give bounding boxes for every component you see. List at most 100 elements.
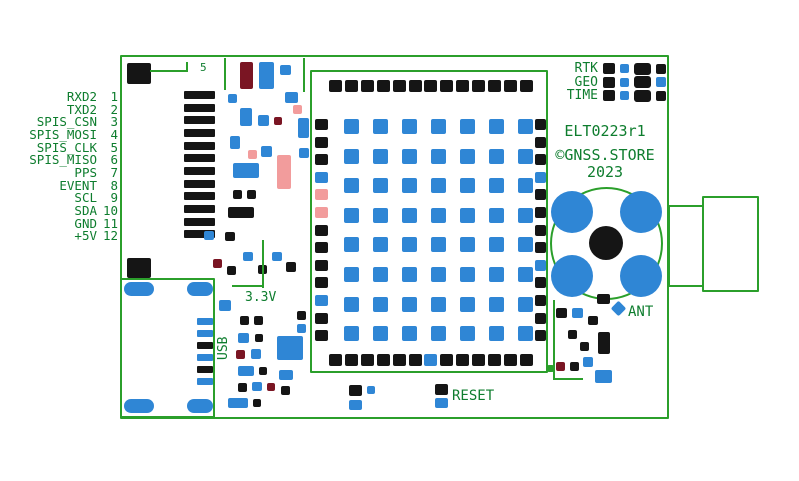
module-pad xyxy=(344,354,358,366)
usb-pin xyxy=(197,330,213,337)
component-pad xyxy=(227,266,236,275)
module-pad xyxy=(489,237,504,253)
header-pin xyxy=(184,103,215,112)
module-pad xyxy=(535,277,546,289)
module-pad xyxy=(472,354,486,366)
led-label: RTK xyxy=(574,61,598,77)
component-pad xyxy=(225,232,235,241)
usb-pin xyxy=(197,378,213,385)
module-pad xyxy=(402,207,417,223)
module-pad xyxy=(488,80,501,92)
component-pad xyxy=(238,383,247,392)
module-pad xyxy=(344,80,358,92)
component-pad xyxy=(568,330,577,339)
component-pad xyxy=(286,262,296,272)
pin-name: SPIS_CLK xyxy=(36,139,97,155)
usb-shield-pad xyxy=(124,399,154,413)
module-pad xyxy=(519,354,533,366)
module-pad xyxy=(460,119,475,134)
module-pad xyxy=(315,312,328,324)
component-pad xyxy=(238,366,254,376)
module-pad xyxy=(431,178,446,194)
component-pad xyxy=(349,400,362,410)
pin-number: 11 xyxy=(102,215,118,231)
module-pad xyxy=(344,178,359,194)
header-pin xyxy=(184,217,215,226)
component-pad xyxy=(127,63,151,84)
module-pad xyxy=(376,80,390,92)
module-pad xyxy=(329,80,342,92)
pin-number: 1 xyxy=(110,88,118,104)
pin-number: 5 xyxy=(110,139,118,155)
pin-number: 2 xyxy=(110,101,118,117)
year-label: 2023 xyxy=(586,163,624,181)
component-pad xyxy=(277,155,291,189)
led-pad xyxy=(656,63,666,74)
component-pad xyxy=(228,94,237,103)
module-pad xyxy=(518,296,533,312)
header-pin xyxy=(184,166,215,175)
component-pad xyxy=(213,259,222,268)
module-pad xyxy=(489,326,504,342)
led-pad xyxy=(603,90,615,102)
component-pad xyxy=(228,398,248,408)
module-pad xyxy=(431,237,446,253)
module-pad xyxy=(488,354,501,366)
usb-connector-outline xyxy=(120,278,215,418)
component-pad xyxy=(243,252,253,261)
module-pad xyxy=(431,119,446,134)
component-pad xyxy=(228,207,254,218)
v33-label: 3.3V xyxy=(245,290,277,305)
header-pin xyxy=(184,116,215,125)
module-pad xyxy=(329,354,342,366)
module-pad xyxy=(489,178,504,194)
pin-label: SPIS_CLK 5 xyxy=(22,139,118,155)
component-pad xyxy=(556,362,565,371)
module-pad xyxy=(315,224,328,236)
usb-label: USB xyxy=(216,336,231,360)
pin-number: 6 xyxy=(110,152,118,168)
component-pad xyxy=(280,65,291,75)
component-pad xyxy=(595,370,612,383)
trace xyxy=(262,240,264,288)
led-pad xyxy=(603,63,615,75)
module-pad xyxy=(460,237,475,253)
component-pad xyxy=(597,294,610,304)
component-pad xyxy=(297,324,306,333)
module-pad xyxy=(373,237,388,253)
module-pad xyxy=(315,136,328,148)
module-pad xyxy=(315,171,328,183)
usb-pin xyxy=(197,318,213,325)
module-pad xyxy=(460,148,475,164)
module-pad xyxy=(315,154,328,166)
component-pad xyxy=(588,316,598,325)
module-pad xyxy=(402,119,417,134)
antenna-pad xyxy=(551,255,593,297)
component-pad xyxy=(233,163,259,178)
module-pad xyxy=(373,178,388,194)
module-pad xyxy=(518,178,533,194)
module-pad xyxy=(535,171,546,183)
usb-shield-pad xyxy=(187,399,213,413)
component-pad xyxy=(435,384,448,395)
module-pad xyxy=(402,178,417,194)
module-pad xyxy=(535,189,546,201)
module-pad xyxy=(315,242,328,254)
module-pad xyxy=(344,119,359,134)
component-pad xyxy=(277,336,303,360)
module-pad xyxy=(373,148,388,164)
module-pad xyxy=(402,148,417,164)
module-pad xyxy=(344,148,359,164)
module-pad xyxy=(408,354,422,366)
component-pad xyxy=(261,146,272,157)
module-pad xyxy=(535,154,546,166)
